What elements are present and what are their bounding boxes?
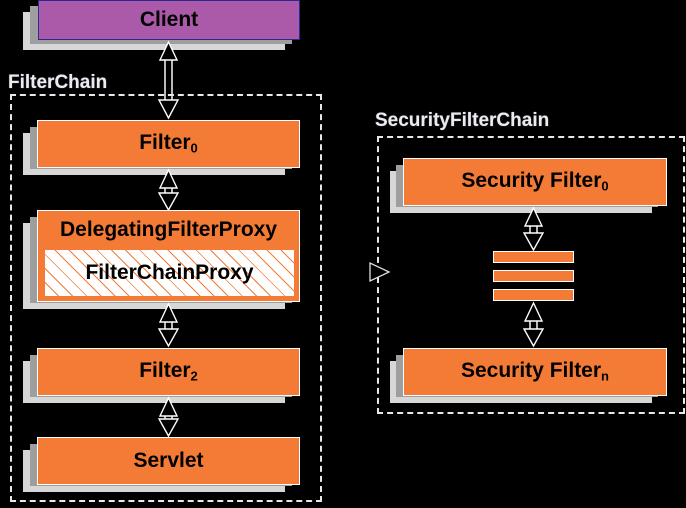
filter-chain-group-box (10, 94, 322, 502)
filter0-subscript: 0 (190, 140, 198, 156)
filter0-box[interactable]: Filter0 (37, 120, 300, 168)
security-filter-0-subscript: 0 (601, 178, 609, 194)
filter-chain-group-label: FilterChain (8, 72, 108, 93)
filter2-box[interactable]: Filter2 (37, 348, 300, 396)
security-filter-n-subscript: n (601, 368, 609, 384)
servlet-box[interactable]: Servlet (37, 437, 300, 485)
delegating-filter-proxy-label: DelegatingFilterProxy (59, 218, 278, 241)
filter2-subscript: 2 (190, 368, 198, 384)
filter-chain-proxy-box[interactable]: FilterChainProxy (44, 249, 295, 297)
security-filter-n-box[interactable]: Security Filtern (403, 348, 667, 396)
filter-chain-proxy-label: FilterChainProxy (85, 261, 254, 284)
client-label: Client (139, 7, 199, 31)
client-box[interactable]: Client (38, 0, 300, 40)
filter2-label: Filter2 (139, 359, 198, 384)
ellipsis-bar-1 (493, 251, 574, 263)
ellipsis-bar-2 (493, 270, 574, 282)
delegating-filter-proxy-box[interactable]: DelegatingFilterProxy FilterChainProxy (37, 210, 300, 302)
security-filter-0-box[interactable]: Security Filter0 (403, 158, 667, 206)
security-filter-n-label: Security Filtern (460, 359, 609, 384)
ellipsis-bar-3 (493, 289, 574, 301)
servlet-label: Servlet (133, 448, 204, 472)
security-filter-chain-group-label: SecurityFilterChain (375, 110, 550, 131)
security-filter-0-label: Security Filter0 (461, 169, 609, 194)
filter0-label: Filter0 (139, 131, 198, 156)
